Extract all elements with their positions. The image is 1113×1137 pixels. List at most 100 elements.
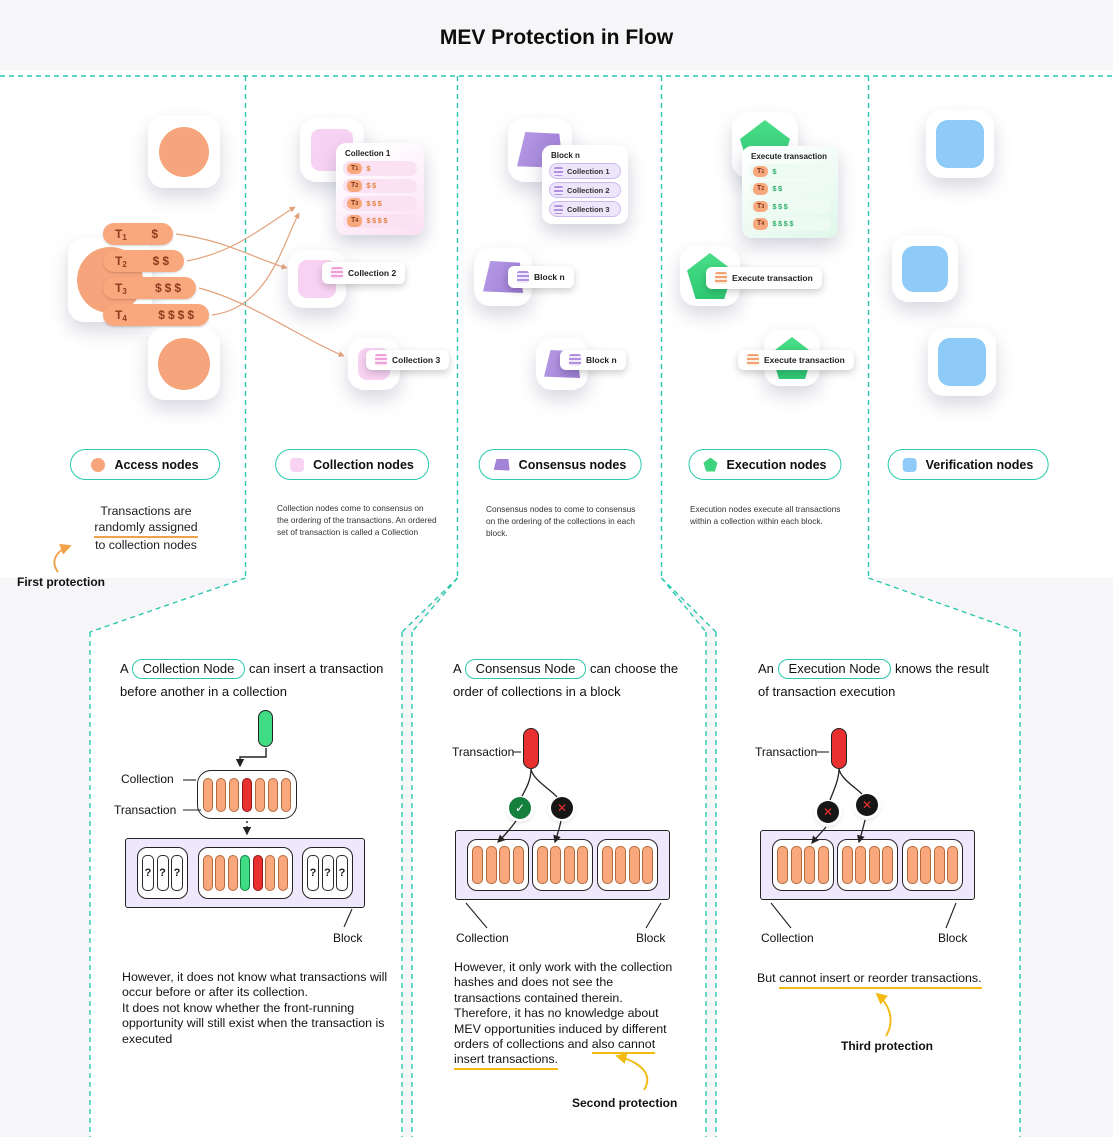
unknown-collection-group: ? ? ? xyxy=(302,847,353,899)
transaction-pill-small xyxy=(642,846,653,884)
block-card-title: Block n xyxy=(551,151,580,160)
transaction-pill-small xyxy=(563,846,575,884)
transaction-amount: $$ xyxy=(152,254,172,268)
collection-node-badge: Collection Node xyxy=(131,659,246,680)
transaction-pill-small xyxy=(868,846,880,884)
transaction-pill-small xyxy=(472,846,483,884)
transaction-pill-small xyxy=(777,846,788,884)
block-box: ? ? ? ? ? ? xyxy=(125,838,365,908)
execute-transaction-label: Execute transaction xyxy=(732,273,813,283)
consensus-node-icon xyxy=(493,458,510,471)
verification-node-icon xyxy=(938,338,986,386)
collection-row: Collection 1 xyxy=(549,163,621,179)
execute-transaction-label: Execute transaction xyxy=(764,355,845,365)
transaction-pill-small xyxy=(790,846,802,884)
heading-text: An xyxy=(758,661,774,676)
access-node-card xyxy=(148,116,220,188)
collection-box xyxy=(197,770,297,819)
legend-collection-nodes: Collection nodes xyxy=(275,449,429,480)
transaction-pill-small xyxy=(817,846,829,884)
transaction-amount: $$$ xyxy=(772,201,790,211)
transaction-label: T1 xyxy=(115,226,127,242)
check-icon xyxy=(509,797,531,819)
heading-text: A xyxy=(120,661,128,676)
execute-transaction-pill: Execute transaction xyxy=(706,267,822,289)
collection-group xyxy=(836,839,899,891)
legend-execution-nodes: Execution nodes xyxy=(688,449,842,480)
block-label: Block xyxy=(636,931,666,945)
transaction-pill-small xyxy=(841,846,853,884)
transaction-label: Transaction xyxy=(452,745,515,759)
transaction-label: Transaction xyxy=(755,745,818,759)
page-title: MEV Protection in Flow xyxy=(439,26,674,49)
transaction-pill-small xyxy=(281,777,291,812)
execute-transaction-pill: Execute transaction xyxy=(738,350,854,370)
list-icon xyxy=(554,166,563,176)
transaction-pill-small xyxy=(882,846,894,884)
transaction-amount: $$$ xyxy=(154,281,184,295)
transaction-pill-small xyxy=(601,846,613,884)
transaction-pill: T1 $ xyxy=(103,223,173,245)
inserted-transaction-pill xyxy=(258,710,273,747)
unknown-transaction: ? xyxy=(336,855,348,891)
consensus-description: Consensus nodes to come to consensus on … xyxy=(486,504,636,538)
panel2-heading: A Consensus Node can choose the order of… xyxy=(453,658,693,704)
unknown-collection-group: ? ? ? xyxy=(137,847,188,899)
legend-label: Execution nodes xyxy=(726,457,827,472)
panel1-body: However, it does not know what transacti… xyxy=(122,970,388,1046)
unknown-transaction: ? xyxy=(307,855,319,891)
list-icon xyxy=(747,354,759,366)
target-transaction-pill xyxy=(242,777,252,812)
third-protection-label: Third protection xyxy=(841,1039,933,1053)
transaction-pill-small xyxy=(577,846,589,884)
transaction-pill-small xyxy=(277,855,288,891)
transaction-pill-small xyxy=(255,777,265,812)
list-icon xyxy=(554,185,563,195)
collection-node-icon xyxy=(290,457,305,472)
transaction-pill-red xyxy=(831,728,847,769)
verification-node-card xyxy=(892,236,958,302)
collection-group xyxy=(531,839,594,891)
collection-row-label: Collection 1 xyxy=(567,166,610,176)
transaction-pill-small xyxy=(947,846,958,884)
underlined-phrase: randomly assigned xyxy=(94,520,198,539)
list-icon xyxy=(375,354,387,366)
access-node-icon xyxy=(158,338,210,390)
transaction-amount: $ xyxy=(151,227,161,241)
collection-3-label: Collection 3 xyxy=(392,355,441,365)
block-label: Block xyxy=(938,931,968,945)
transaction-pill-small xyxy=(229,777,239,812)
collection-label: Collection xyxy=(456,931,509,945)
block-box xyxy=(455,830,670,900)
panel3-heading: An Execution Node knows the result of tr… xyxy=(758,658,993,704)
collection-group xyxy=(596,839,658,891)
transaction-pill-small xyxy=(265,855,275,891)
verification-node-icon xyxy=(902,246,948,292)
collection-label: Collection xyxy=(121,772,174,786)
collection-group xyxy=(772,839,834,891)
transaction-label: T2 xyxy=(115,253,127,269)
execution-node-icon xyxy=(703,457,718,472)
list-icon xyxy=(517,271,529,283)
transaction-pill-small xyxy=(227,855,238,891)
transaction-amount: $$$$ xyxy=(366,216,390,226)
access-node-icon xyxy=(91,457,106,472)
unknown-transaction: ? xyxy=(321,855,334,891)
collection-3-pill: Collection 3 xyxy=(366,350,450,370)
transaction-pill-small xyxy=(628,846,640,884)
transaction-amount: $ xyxy=(772,166,779,176)
transaction-pill-small xyxy=(512,846,524,884)
transaction-amount: $ xyxy=(366,163,373,173)
block-n-pill: Block n xyxy=(508,266,574,288)
panel2-body: However, it only work with the collectio… xyxy=(454,960,678,1070)
